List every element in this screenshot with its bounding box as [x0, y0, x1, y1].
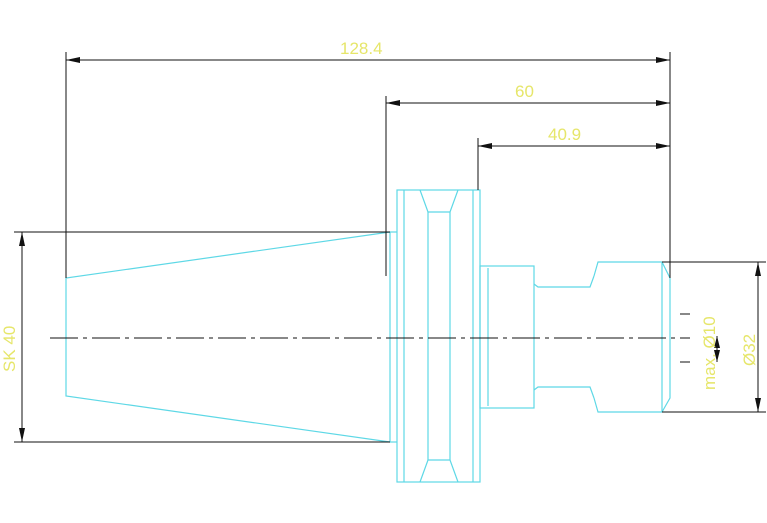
arrowheads: [19, 57, 761, 442]
arrow-nose-left: [478, 143, 492, 149]
nose-outline: [593, 261, 671, 413]
v-groove-bottom: [419, 459, 459, 483]
arrow-bore-down: [714, 350, 720, 362]
part-outline: [65, 189, 671, 483]
arrow-overall-right: [656, 57, 670, 63]
recess-outline-bottom: [533, 386, 595, 399]
label-taper: SK 40: [0, 326, 19, 372]
label-shank-length: 60: [515, 82, 534, 101]
arrow-overall-left: [66, 57, 80, 63]
label-max-bore: max. Ø10: [700, 316, 719, 390]
arrow-shank-right: [656, 100, 670, 106]
v-groove-top: [419, 189, 459, 213]
label-outer-diameter: Ø32: [740, 334, 759, 366]
arrow-taper-top: [19, 232, 25, 246]
arrow-od-top: [755, 262, 761, 276]
arrow-bore-up: [714, 336, 720, 348]
recess-outline: [533, 275, 595, 288]
shank-neck: [479, 265, 535, 409]
arrow-taper-bottom: [19, 428, 25, 442]
arrow-nose-right: [656, 143, 670, 149]
label-nose-length: 40.9: [548, 125, 581, 144]
dimension-lines: [14, 52, 766, 443]
arrow-od-bottom: [755, 398, 761, 412]
flange-body: [396, 189, 481, 483]
arrow-shank-left: [386, 100, 400, 106]
label-overall-length: 128.4: [340, 39, 383, 58]
taper-cone: [65, 231, 391, 443]
